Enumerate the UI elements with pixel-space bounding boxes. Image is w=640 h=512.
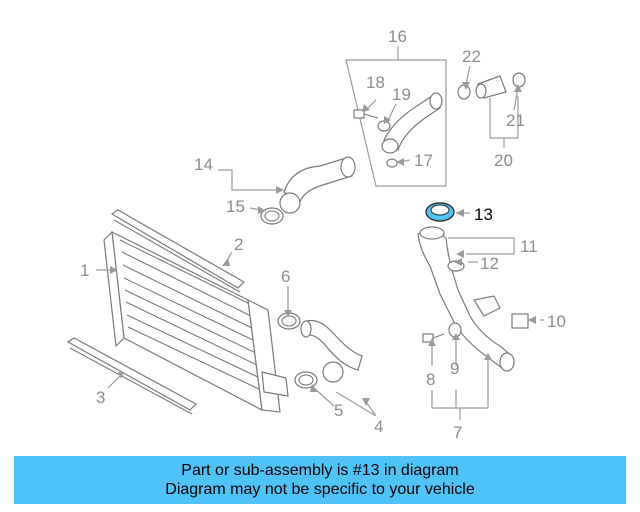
charge-hose-lower bbox=[294, 319, 363, 389]
callout-17: 17 bbox=[414, 151, 433, 170]
callout-12: 12 bbox=[480, 254, 499, 273]
callout-11: 11 bbox=[520, 237, 538, 256]
callout-19: 19 bbox=[392, 85, 411, 104]
banner-line-disclaimer: Diagram may not be specific to your vehi… bbox=[165, 481, 475, 498]
callout-18: 18 bbox=[366, 73, 385, 92]
sensor-10 bbox=[511, 313, 536, 329]
callout-16: 16 bbox=[388, 27, 407, 46]
callout-9: 9 bbox=[450, 359, 459, 378]
callout-22: 22 bbox=[462, 47, 481, 66]
callout-20: 20 bbox=[494, 151, 513, 170]
highlighted-part-13 bbox=[425, 202, 455, 222]
callout-4: 4 bbox=[374, 417, 383, 436]
bolt-8 bbox=[422, 333, 445, 343]
callout-10: 10 bbox=[547, 312, 566, 331]
callout-14: 14 bbox=[194, 155, 213, 174]
callout-7: 7 bbox=[453, 423, 462, 442]
callout-6: 6 bbox=[281, 267, 290, 286]
info-banner: Part or sub-assembly is #13 in diagram D… bbox=[14, 456, 626, 504]
arrowheads bbox=[110, 82, 536, 406]
callout-1: 1 bbox=[80, 261, 89, 280]
callout-8: 8 bbox=[426, 370, 435, 389]
leader-lines bbox=[96, 46, 544, 420]
callout-15: 15 bbox=[226, 197, 245, 216]
charge-hose-upper bbox=[260, 156, 356, 225]
sub-assembly-16-box bbox=[345, 59, 447, 187]
callout-21: 21 bbox=[506, 111, 525, 130]
seal-strip-upper bbox=[110, 209, 245, 293]
connector-20-group bbox=[457, 72, 526, 100]
intercooler bbox=[103, 230, 289, 413]
callout-3: 3 bbox=[96, 388, 105, 407]
hose-clamp-6 bbox=[277, 312, 301, 330]
callout-13: 13 bbox=[474, 205, 493, 224]
callout-5: 5 bbox=[334, 401, 343, 420]
banner-line-part: Part or sub-assembly is #13 in diagram bbox=[181, 462, 459, 479]
seal-strip-lower bbox=[66, 337, 197, 415]
callout-2: 2 bbox=[234, 235, 243, 254]
parts-diagram: 1 2 3 4 5 6 7 8 9 10 11 12 13 14 15 16 1… bbox=[66, 27, 566, 442]
charge-pipe-assembly bbox=[417, 226, 515, 372]
